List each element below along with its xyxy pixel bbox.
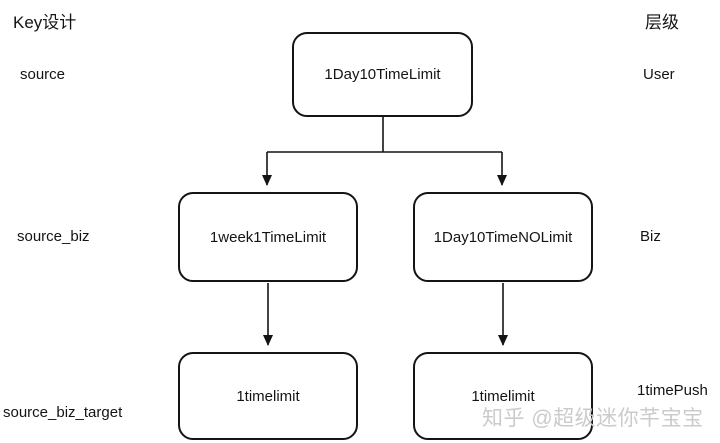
node-1day10timenolimit: 1Day10TimeNOLimit — [413, 192, 593, 282]
row-label-1timepush: 1timePush — [637, 382, 708, 399]
row-label-source-biz: source_biz — [17, 228, 90, 245]
column-header-key-design: Key设计 — [13, 13, 77, 32]
row-label-user: User — [643, 66, 675, 83]
row-label-source: source — [20, 66, 66, 83]
node-1week1timelimit: 1week1TimeLimit — [178, 192, 358, 282]
node-1day10timelimit: 1Day10TimeLimit — [292, 32, 473, 117]
zhihu-watermark: 知乎 @超级迷你芊宝宝 — [482, 407, 704, 430]
node-1timelimit-left: 1timelimit — [178, 352, 358, 440]
column-header-level: 层级 — [645, 13, 679, 32]
row-label-biz: Biz — [640, 228, 661, 245]
row-label-source-biz-target: source_biz_target — [3, 404, 123, 421]
node-1timelimit-right: 1timelimit — [413, 352, 593, 440]
